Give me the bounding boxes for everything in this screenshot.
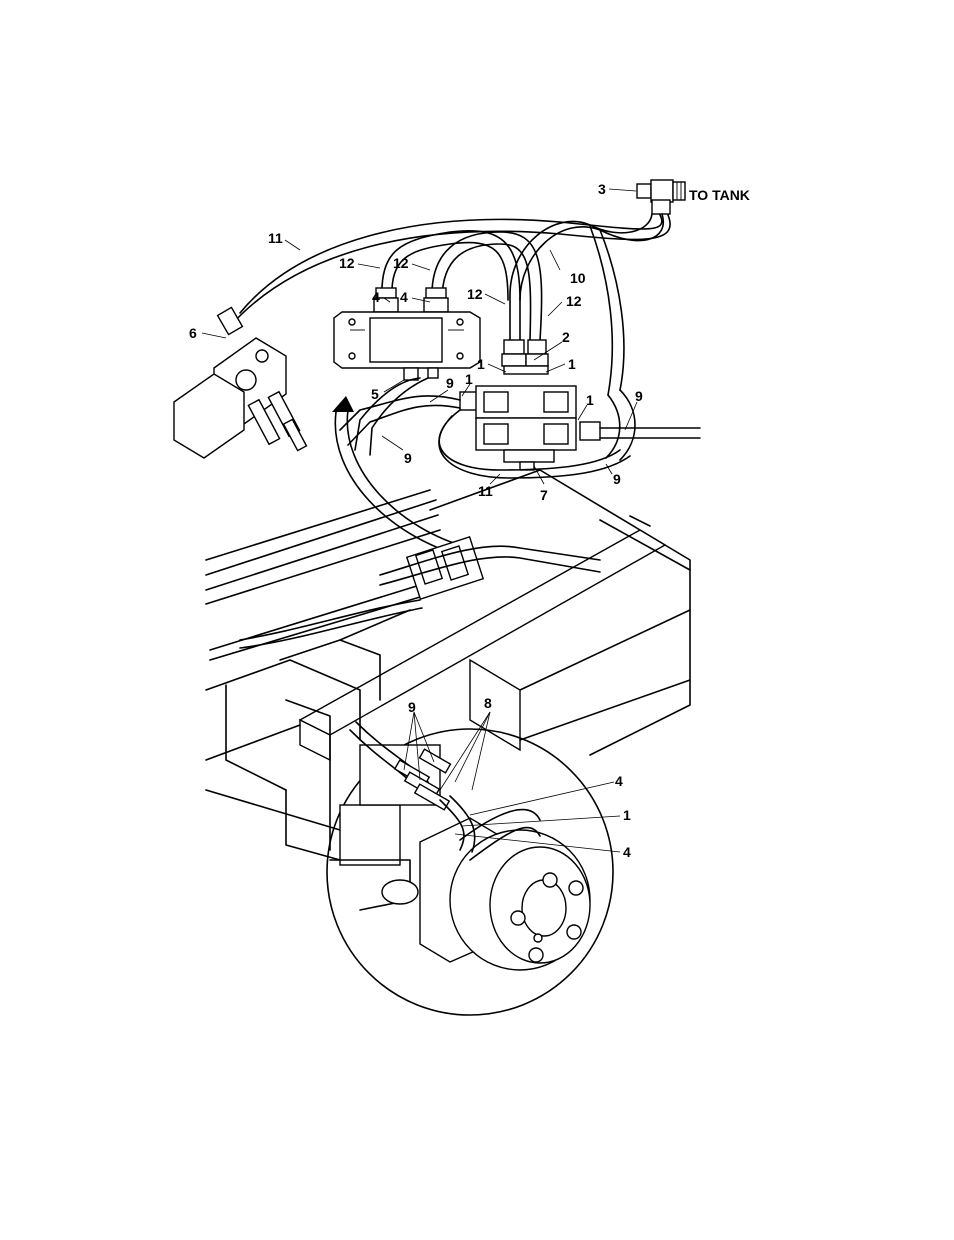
hose-assembly-detail: [173, 179, 701, 557]
callout-9-d: 9: [613, 471, 621, 487]
hose-10-outer: [519, 213, 665, 341]
wheel-motor-detail: [326, 721, 614, 1016]
callout-12-d: 12: [566, 293, 582, 309]
callout-1-c: 1: [465, 371, 473, 387]
manifold-block: [333, 311, 481, 381]
callout-9-a: 9: [446, 375, 454, 391]
hose-12-a: [381, 229, 521, 301]
callout-4-c: 4: [615, 773, 623, 789]
callout-4-b: 4: [400, 289, 408, 305]
callout-11-bottom: 11: [478, 483, 493, 499]
callout-12-a: 12: [339, 255, 355, 271]
callout-10: 10: [570, 270, 586, 286]
callout-to-tank: TO TANK: [689, 187, 750, 203]
callout-1-b: 1: [568, 356, 576, 372]
callout-4-a: 4: [372, 289, 380, 305]
hose-9-left-a: [339, 395, 461, 431]
callout-1-a: 1: [477, 356, 485, 372]
callout-labels: 3 TO TANK 11 12 12 10 12 12 4 4 6 2 1 1 …: [189, 181, 750, 860]
chassis-frame: [205, 469, 691, 861]
distributor-block: [459, 339, 601, 471]
callout-11-top: 11: [268, 230, 283, 246]
lug-nuts: [510, 872, 584, 963]
control-valve: [173, 306, 308, 459]
hose-11-bottom-b: [438, 415, 631, 479]
hose-9-right-b: [589, 225, 614, 396]
hose-12-c: [431, 231, 543, 341]
callout-12-b: 12: [393, 255, 409, 271]
callout-2: 2: [562, 329, 570, 345]
callout-12-c: 12: [467, 286, 483, 302]
arrow-head: [332, 396, 354, 412]
callout-8: 8: [484, 695, 492, 711]
callout-5: 5: [371, 386, 379, 402]
callout-6: 6: [189, 325, 197, 341]
callout-4-d: 4: [623, 844, 631, 860]
callout-1-e: 1: [623, 807, 631, 823]
callout-1-d: 1: [586, 392, 594, 408]
fitting-4-right: [425, 287, 447, 299]
callout-9-e: 9: [408, 699, 416, 715]
assembly-arrow: [346, 409, 471, 549]
callout-9-c: 9: [404, 450, 412, 466]
callout-7: 7: [540, 487, 548, 503]
hose-11-top-outer: [239, 214, 663, 314]
hose-9-right-a: [599, 229, 625, 391]
hose-11-top-inner: [231, 214, 671, 325]
leader-lines: [201, 188, 638, 853]
detail-circle: [326, 728, 614, 1016]
hose-10-inner: [509, 213, 653, 341]
hose-12-d: [441, 243, 532, 341]
callout-9-b: 9: [635, 388, 643, 404]
callout-3: 3: [598, 181, 606, 197]
hose-12-b: [391, 241, 509, 301]
tee-fitting: [636, 179, 686, 215]
